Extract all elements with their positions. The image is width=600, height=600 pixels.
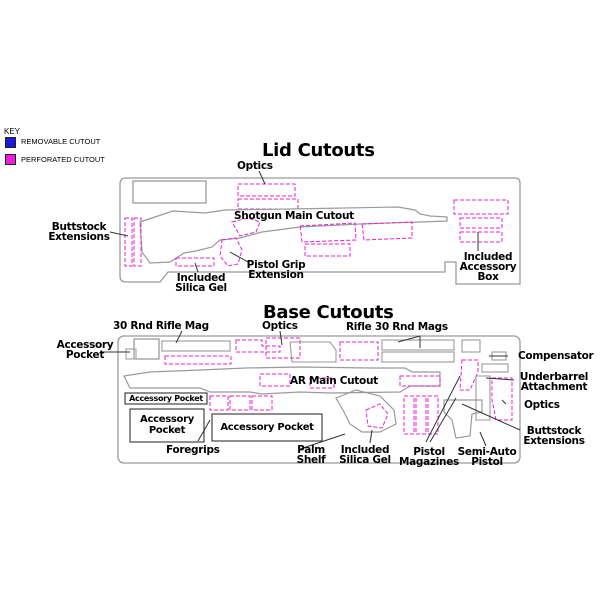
lid-label-accessory-box: Included Accessory Box	[456, 251, 520, 283]
lid-pistol-grip-extension	[219, 237, 243, 267]
base-leader-lines	[100, 330, 521, 450]
base-accessory-inner	[125, 348, 137, 360]
base-label-palm-shelf: Palm Shelf	[294, 444, 328, 466]
base-semi-auto-line2: Pistol	[471, 456, 503, 468]
lid-accessory-box-line3: Box	[477, 271, 499, 283]
key-label-removable: REMOVABLE CUTOUT	[21, 137, 101, 146]
base-label-buttstock: Buttstock Extensions	[518, 425, 590, 447]
lid-label-pistol-grip: Pistol Grip Extension	[241, 259, 311, 281]
base-label-pistol-mags: Pistol Magazines	[398, 446, 460, 468]
base-right-cutouts	[459, 339, 513, 421]
base-accessory-pocket-topleft	[133, 338, 160, 360]
base-rifle-mags	[381, 339, 455, 363]
base-underbarrel-line2: Attachment	[520, 381, 588, 393]
lid-main-perforations	[231, 217, 413, 257]
lid-case-outline	[119, 177, 521, 285]
perforated-swatch	[5, 154, 16, 165]
lid-optics-cutouts	[237, 183, 299, 210]
key-title: KEY	[4, 127, 21, 136]
lid-buttstock-line1: Buttstock	[51, 221, 107, 233]
base-semi-auto-line1: Semi-Auto	[457, 446, 517, 458]
base-box-small-label: Accessory Pocket	[129, 394, 203, 403]
base-case-outline	[117, 335, 521, 464]
lid-label-optics: Optics	[237, 160, 273, 172]
base-accessory-pocket-line2: Pocket	[65, 349, 105, 361]
base-main-perforations	[259, 373, 441, 389]
base-buttstock-line2: Extensions	[523, 435, 585, 447]
base-label-underbarrel: Underbarrel Attachment	[516, 371, 592, 393]
lid-buttstock-extensions	[124, 217, 142, 267]
base-pistol-mags-line1: Pistol	[413, 446, 445, 458]
base-label-semi-auto: Semi-Auto Pistol	[454, 446, 520, 468]
lid-silica-gel	[175, 257, 215, 267]
removable-swatch	[5, 137, 16, 148]
base-label-silica: Included Silica Gel	[334, 444, 396, 466]
lid-storage-rect	[132, 180, 207, 204]
lid-label-silica: Included Silica Gel	[172, 272, 230, 294]
lid-label-buttstock: Buttstock Extensions	[48, 221, 110, 243]
base-accessory-pocket-left	[129, 408, 205, 443]
lid-buttstock-line2: Extensions	[48, 231, 110, 243]
base-accessory-pocket-small	[124, 392, 208, 405]
base-box-left-label: Accessory Pocket	[130, 414, 204, 436]
lid-section-title: Lid Cutouts	[262, 140, 375, 161]
base-rifle-mag-perf	[164, 355, 232, 365]
base-section-title: Base Cutouts	[263, 302, 394, 323]
lid-accessory-box-line2: Accessory	[459, 261, 517, 273]
base-label-accessory-pocket: Accessory Pocket	[52, 339, 118, 361]
lid-leader-lines	[109, 170, 479, 273]
base-label-compensator: Compensator	[518, 350, 594, 362]
lid-shotgun-main-cutout	[139, 206, 448, 264]
lid-label-main: Shotgun Main Cutout	[234, 210, 354, 222]
base-label-foregrips: Foregrips	[166, 444, 220, 456]
base-rifle-mags-perf	[339, 341, 379, 361]
lid-pistol-grip-line1: Pistol Grip	[246, 259, 306, 271]
base-pistol-mags-line2: Magazines	[399, 456, 459, 468]
base-rifle-mag-cutout	[161, 340, 231, 352]
base-silica-line2: Silica Gel	[339, 454, 391, 466]
base-box-left-line1: Accessory	[140, 414, 194, 425]
base-label-optics-top: Optics	[262, 320, 298, 332]
base-box-left-line2: Pocket	[148, 425, 186, 436]
base-label-main: AR Main Cutout	[290, 375, 378, 387]
base-label-optics-right: Optics	[524, 399, 560, 411]
base-palm-shelf-line2: Shelf	[296, 454, 326, 466]
base-accessory-pocket-line1: Accessory	[56, 339, 114, 351]
base-box-wide-label: Accessory Pocket	[220, 422, 314, 433]
lid-accessory-box	[453, 199, 509, 243]
lid-silica-line1: Included	[176, 272, 226, 284]
base-palm-shelf	[335, 389, 397, 433]
base-silica-line1: Included	[340, 444, 390, 456]
key-label-perforated: PERFORATED CUTOUT	[21, 155, 105, 164]
base-label-rifle-mags: Rifle 30 Rnd Mags	[346, 321, 448, 333]
base-buttstock-line1: Buttstock	[526, 425, 582, 437]
lid-silica-line2: Silica Gel	[175, 282, 227, 294]
base-ar-main-cutout	[123, 366, 441, 395]
base-underbarrel-line1: Underbarrel	[519, 371, 589, 383]
base-foregrips	[209, 395, 273, 411]
base-silica-gel	[365, 403, 389, 429]
base-accessory-pocket-wide	[211, 413, 323, 442]
base-palm-shelf-line1: Palm	[297, 444, 325, 456]
lid-accessory-box-line1: Included	[463, 251, 513, 263]
base-label-rifle-mag: 30 Rnd Rifle Mag	[113, 320, 209, 332]
base-optics-top	[235, 337, 337, 363]
lid-pistol-grip-line2: Extension	[248, 269, 304, 281]
